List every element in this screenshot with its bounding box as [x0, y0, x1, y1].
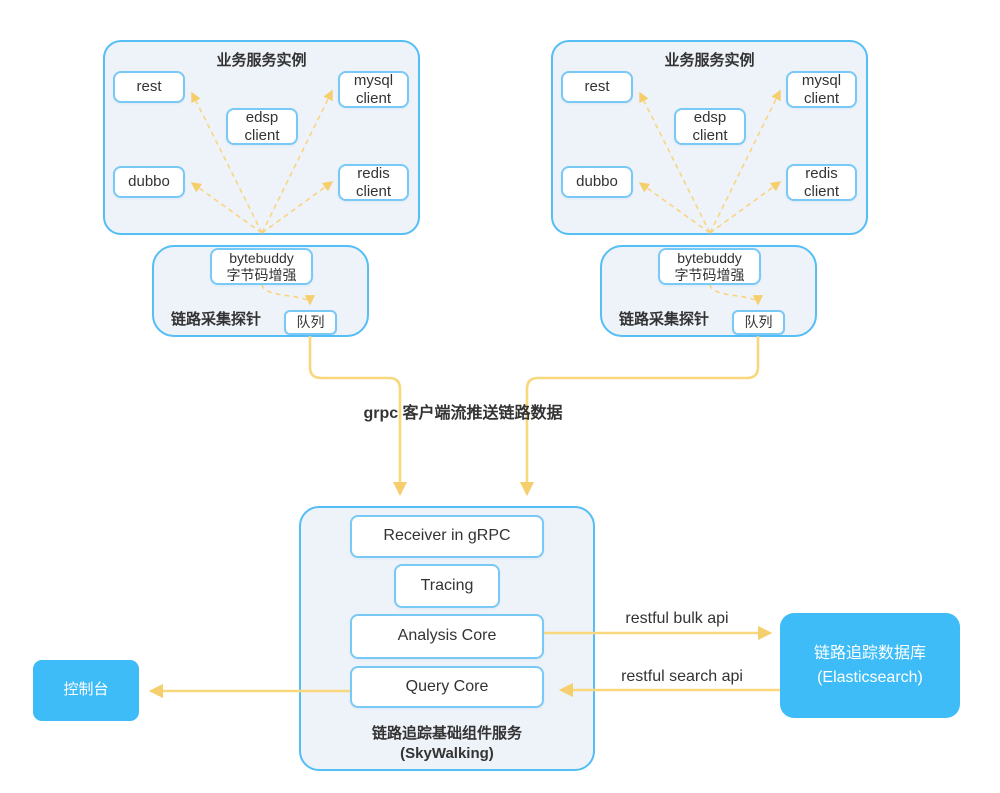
node-dubbo: dubbo	[113, 166, 185, 198]
skywalking: Receiver in gRPC Tracing Analysis Core Q…	[299, 506, 595, 771]
skywalking-caption: 链路追踪基础组件服务 (SkyWalking)	[371, 725, 522, 763]
console-box: 控制台	[33, 660, 139, 721]
probe-right: bytebuddy 字节码增强 链路采集探针 队列	[600, 245, 817, 337]
search-api-label: restful search api	[621, 668, 743, 685]
node-mysql-client: mysql client	[786, 71, 857, 108]
bulk-api-label: restful bulk api	[625, 610, 729, 627]
node-bytebuddy: bytebuddy 字节码增强	[658, 248, 761, 285]
node-mysql-client: mysql client	[338, 71, 409, 108]
node-bytebuddy: bytebuddy 字节码增强	[210, 248, 313, 285]
node-queue: 队列	[732, 310, 785, 335]
probe-left: bytebuddy 字节码增强 链路采集探针 队列	[152, 245, 369, 337]
probe-label: 链路采集探针	[619, 311, 710, 328]
node-dubbo: dubbo	[561, 166, 633, 198]
module-receiver-grpc: Receiver in gRPC	[350, 515, 544, 558]
service-group-title: 业务服务实例	[664, 52, 755, 69]
node-queue: 队列	[284, 310, 337, 335]
module-query-core: Query Core	[350, 666, 544, 708]
module-tracing: Tracing	[394, 564, 500, 608]
probe-label: 链路采集探针	[171, 311, 262, 328]
module-analysis-core: Analysis Core	[350, 614, 544, 659]
node-rest: rest	[113, 71, 185, 103]
node-redis-client: redis client	[338, 164, 409, 201]
database-box: 链路追踪数据库 (Elasticsearch)	[780, 613, 960, 718]
node-edsp-client: edsp client	[226, 108, 298, 145]
node-redis-client: redis client	[786, 164, 857, 201]
node-edsp-client: edsp client	[674, 108, 746, 145]
node-rest: rest	[561, 71, 633, 103]
service-group-title: 业务服务实例	[216, 52, 307, 69]
grpc-push-label: grpc 客户端流推送链路数据	[363, 405, 563, 422]
